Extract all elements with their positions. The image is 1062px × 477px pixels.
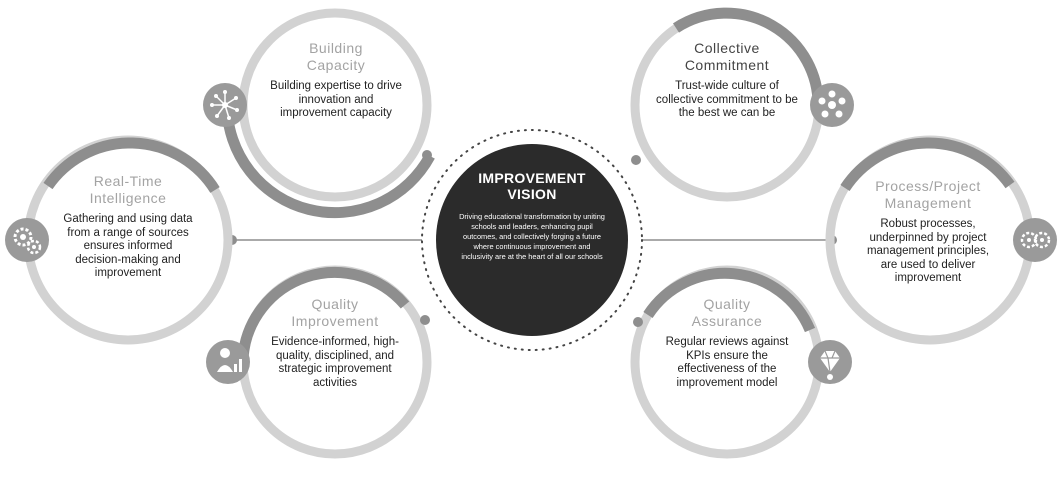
node-title: Capacity — [306, 57, 366, 73]
person-growth-icon — [206, 340, 250, 384]
node-process-project-management: Process/Project Management Robust proces… — [858, 178, 998, 286]
node-description: Evidence-informed, high-quality, discipl… — [271, 336, 399, 389]
diamond-award-icon — [808, 340, 852, 384]
node-title: Commitment — [684, 57, 770, 73]
center-description: Driving educational transformation by un… — [459, 212, 605, 261]
node-title: Improvement — [291, 313, 379, 329]
node-quality-improvement: Quality Improvement Evidence-informed, h… — [264, 296, 406, 390]
node-title: Assurance — [691, 313, 763, 329]
center-title-line1: IMPROVEMENT — [478, 170, 586, 186]
node-description: Building expertise to drive innovation a… — [270, 80, 402, 119]
network-burst-icon — [203, 83, 247, 127]
node-real-time-intelligence: Real-Time Intelligence Gathering and usi… — [62, 173, 194, 281]
node-title: Process/Project — [875, 178, 981, 194]
node-title: Quality — [311, 296, 359, 312]
node-building-capacity: Building Capacity Building expertise to … — [265, 40, 407, 121]
node-title: Intelligence — [89, 190, 167, 206]
node-description: Regular reviews against KPIs ensure the … — [665, 336, 789, 389]
gears-icon — [5, 218, 49, 262]
node-title: Management — [884, 195, 972, 211]
node-title: Quality — [703, 296, 751, 312]
node-title: Collective — [694, 40, 760, 56]
center-vision: IMPROVEMENT VISION Driving educational t… — [458, 170, 606, 262]
node-quality-assurance: Quality Assurance Regular reviews agains… — [656, 296, 798, 390]
center-circle — [421, 129, 643, 351]
center-title-line2: VISION — [507, 186, 557, 202]
people-circle-icon — [810, 83, 854, 127]
node-title: Building — [309, 40, 363, 56]
cogs-icon — [1013, 218, 1057, 262]
node-description: Trust-wide culture of collective commitm… — [656, 80, 798, 119]
node-description: Robust processes, underpinned by project… — [866, 218, 990, 284]
node-description: Gathering and using data from a range of… — [63, 213, 193, 279]
node-title: Real-Time — [93, 173, 163, 189]
node-collective-commitment: Collective Commitment Trust-wide culture… — [656, 40, 798, 121]
